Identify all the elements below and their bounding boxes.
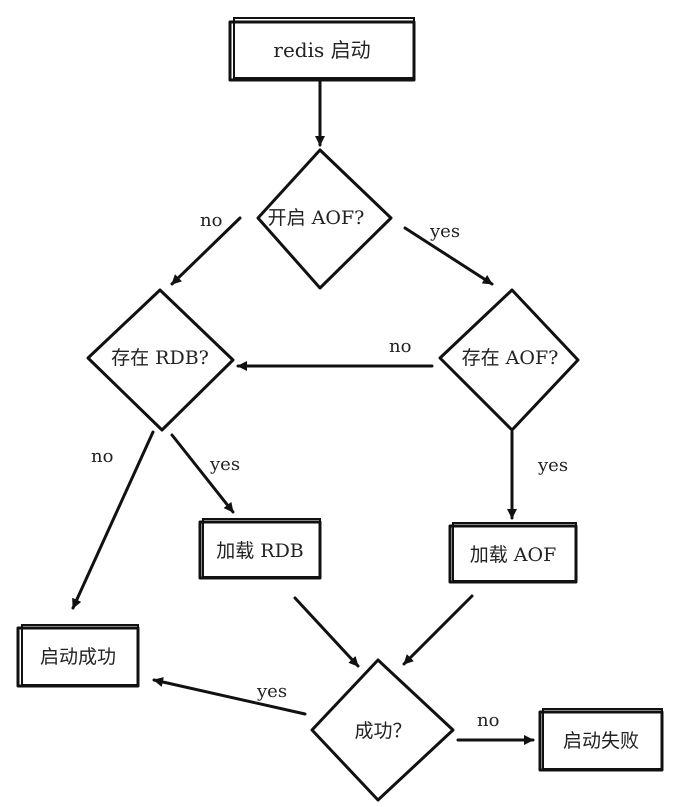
edge-label-rdb-no: no [91,446,113,467]
start-label: redis 启动 [273,38,370,62]
start-success-box: 启动成功 [16,624,140,688]
aof-exists-diamond: 存在 AOF? [438,288,580,432]
start-failed-label: 启动失败 [563,730,639,752]
start-success-label: 启动成功 [40,646,116,668]
load-aof-box: 加载 AOF [448,522,578,584]
arrow-aof-yes [403,226,494,286]
arrow-rdb-no [71,430,155,610]
edge-label-aof-no: no [200,210,222,231]
load-rdb-label: 加载 RDB [216,540,304,562]
rdb-exists-label: 存在 RDB? [111,347,209,369]
arrow-aof-no [170,216,242,286]
load-rdb-box: 加载 RDB [198,518,322,580]
edge-label-aof-yes: yes [429,221,460,242]
start-box: redis 启动 [228,17,416,82]
arrow-rdb-yes [170,433,235,514]
arrow-aof-load-to-success [402,594,474,666]
edge-label-rdb-yes: yes [209,454,240,475]
start-failed-box: 启动失败 [538,708,664,772]
success-diamond: 成功？ [310,658,455,802]
edge-label-success-no: no [477,710,499,731]
arrow-rdb-load-to-success [293,596,360,668]
aof-enabled-diamond: 开启 AOF? [256,148,393,290]
edge-label-aof-exists-yes: yes [537,455,568,476]
aof-enabled-label: 开启 AOF? [268,207,365,229]
edge-label-aof-exists-no: no [389,336,411,357]
success-label: 成功？ [354,720,411,742]
rdb-exists-diamond: 存在 RDB? [86,288,235,432]
load-aof-label: 加载 AOF [470,544,557,566]
aof-exists-label: 存在 AOF? [462,347,559,369]
edge-label-success-yes: yes [256,681,287,702]
arrow-success-yes [152,677,307,716]
